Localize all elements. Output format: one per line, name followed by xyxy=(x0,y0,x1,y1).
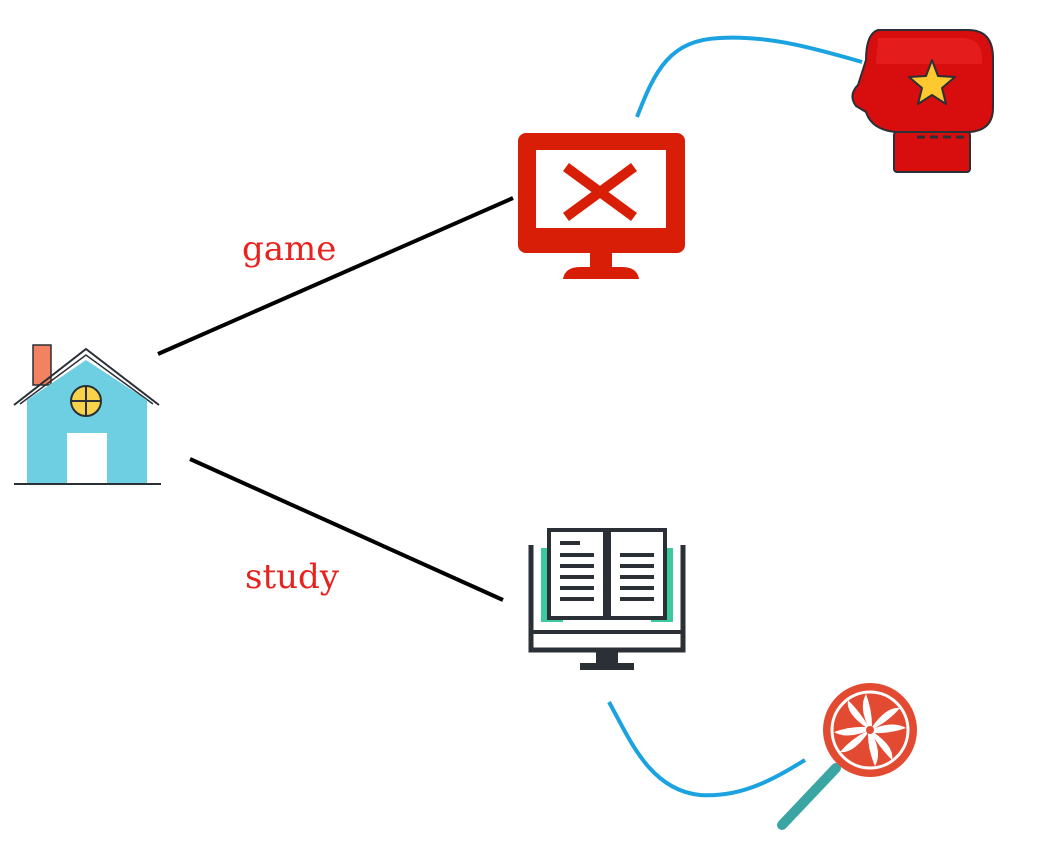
edge-label-study: study xyxy=(245,557,339,597)
monitor-book-icon xyxy=(528,528,686,670)
edge-home-to-study xyxy=(189,457,504,602)
edge-game-to-glove xyxy=(635,35,863,118)
edge-study-to-lollipop xyxy=(607,701,807,798)
lollipop-icon xyxy=(777,683,917,830)
monitor-x-icon xyxy=(518,133,685,279)
edge-home-to-game xyxy=(157,196,514,356)
boxing-glove-icon xyxy=(851,29,994,173)
edge-label-game: game xyxy=(242,229,337,269)
house-icon xyxy=(13,344,161,485)
